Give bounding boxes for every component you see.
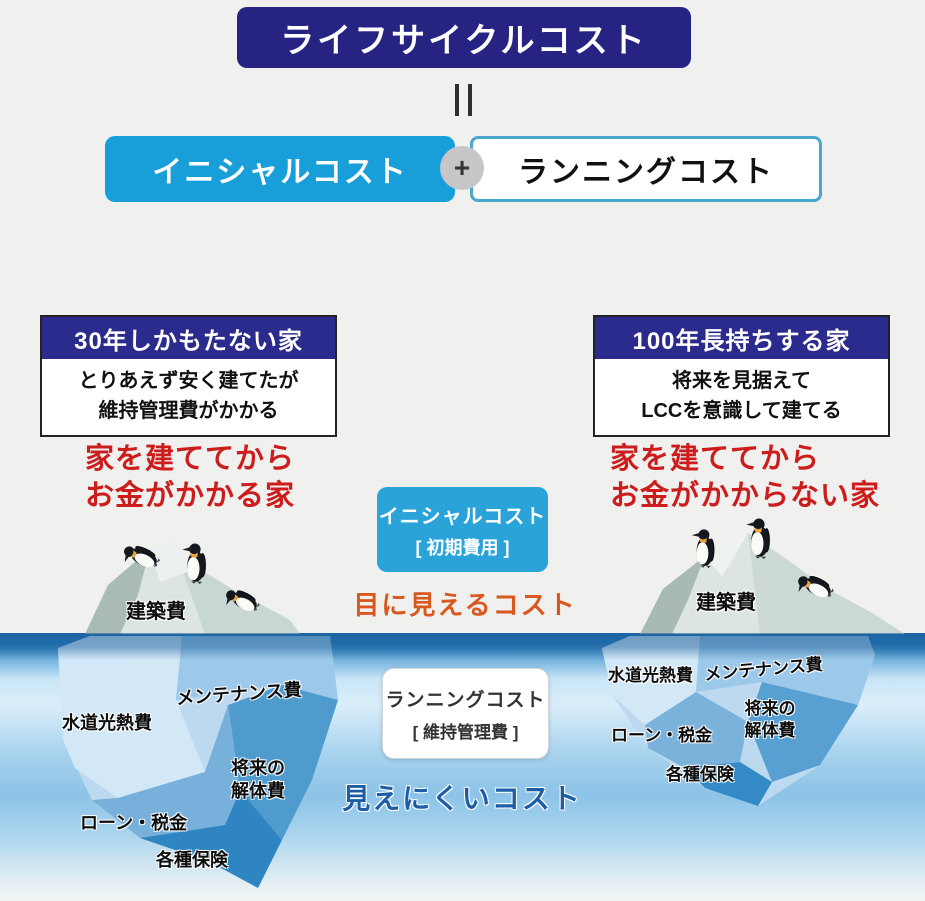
left-red-line1: 家を建ててから	[85, 443, 296, 475]
equals-icon	[449, 84, 477, 116]
left-house-header: 30年しかもたない家	[42, 317, 335, 359]
label-utilities-cost-right: 水道光熱費	[608, 666, 693, 685]
left-house-desc-line2: 維持管理費がかかる	[98, 400, 279, 422]
right-house-description: 将来を見据えて LCCを意識して建てる	[595, 359, 888, 435]
label-future-line1-left: 将来の	[231, 758, 285, 778]
right-red-line2: お金がかからない家	[610, 479, 881, 512]
running-cost-detail-box: ランニングコスト [ 維持管理費 ]	[382, 668, 549, 759]
hidden-cost-caption: 見えにくいコスト	[342, 783, 582, 814]
initial-cost-box: イニシャルコスト	[105, 136, 455, 202]
label-future-line1-right: 将来の	[744, 699, 796, 718]
right-house-desc-line2: LCCを意識して建てる	[641, 400, 842, 422]
label-insurance-right: 各種保険	[666, 765, 734, 784]
label-future-line2-left: 解体費	[231, 781, 285, 802]
label-loan-tax-right: ローン・税金	[611, 726, 713, 745]
page-title: ライフサイクルコスト	[237, 7, 691, 68]
initial-detail-line1: イニシャルコスト	[378, 505, 547, 528]
initial-cost-detail-box: イニシャルコスト [ 初期費用 ]	[377, 487, 548, 572]
right-house-red-note: 家を建ててから お金がかからない家	[610, 441, 880, 514]
right-house-header: 100年長持ちする家	[595, 317, 888, 359]
right-red-line1: 家を建ててから	[610, 443, 821, 475]
iceberg-right-above	[640, 533, 905, 634]
label-utilities-cost-left: 水道光熱費	[62, 713, 152, 733]
right-house-desc-line1: 将来を見据えて	[672, 370, 811, 392]
initial-detail-line2: [ 初期費用 ]	[415, 537, 510, 558]
left-house-red-note: 家を建ててから お金がかかる家	[85, 441, 295, 514]
running-cost-box: ランニングコスト	[470, 136, 822, 202]
right-house-panel: 100年長持ちする家 将来を見据えて LCCを意識して建てる	[593, 315, 890, 437]
label-future-demolition-right: 将来の 解体費	[736, 698, 804, 742]
visible-cost-caption: 目に見えるコスト	[353, 590, 577, 620]
left-house-description: とりあえず安く建てたが 維持管理費がかかる	[42, 359, 335, 435]
left-red-line2: お金がかかる家	[85, 479, 296, 512]
running-detail-line1: ランニングコスト	[385, 689, 546, 711]
label-construction-cost-right: 建築費	[696, 592, 756, 614]
label-future-demolition-left: 将来の 解体費	[224, 757, 292, 804]
label-future-line2-right: 解体費	[744, 721, 796, 741]
left-house-panel: 30年しかもたない家 とりあえず安く建てたが 維持管理費がかかる	[40, 315, 337, 437]
label-loan-tax-left: ローン・税金	[80, 813, 188, 833]
label-construction-cost-left: 建築費	[126, 601, 186, 623]
iceberg-left-above	[85, 541, 300, 634]
plus-icon: +	[440, 146, 484, 190]
iceberg-left-underwater	[58, 636, 338, 888]
left-house-desc-line1: とりあえず安く建てたが	[78, 370, 299, 392]
label-insurance-left: 各種保険	[156, 850, 228, 870]
running-detail-line2: [ 維持管理費 ]	[412, 722, 519, 742]
